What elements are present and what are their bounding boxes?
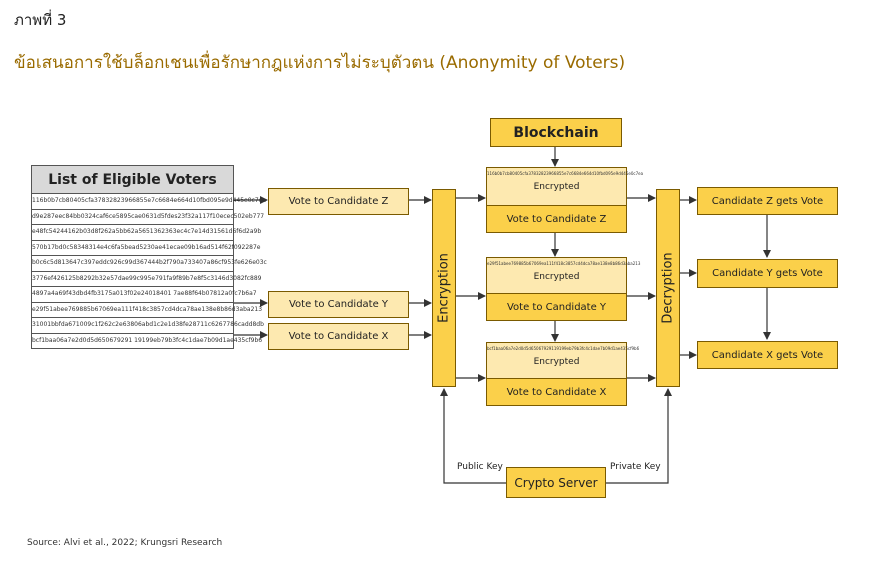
vote-box-x: Vote to Candidate X — [268, 323, 409, 350]
voters-list-header: List of Eligible Voters — [31, 165, 234, 194]
voter-hash-row: 31001bbfda671009c1f262c2e63806abd1c2e1d3… — [31, 318, 264, 334]
decryption-bar: Decryption — [656, 189, 680, 387]
arrow-public-key — [440, 388, 506, 484]
block-x: bcf1baa06a7e2d0d5d65067929119199eb79b3fc… — [486, 342, 640, 406]
block-encrypted-label: Encrypted — [533, 357, 580, 367]
voter-hash-row: d9e287eec84bb0324caf6ce5895cae0631d5fdes… — [31, 209, 264, 225]
voter-hash-row: 116b0b7cb80405cfa37832823966855e7c6684e6… — [31, 194, 266, 210]
arrow-private-key — [606, 388, 672, 484]
figure-title: ข้อเสนอการใช้บล็อกเชนเพื่อรักษากฎแห่งการ… — [14, 53, 626, 73]
block-vote: Vote to Candidate Z — [486, 205, 627, 233]
vote-box-z: Vote to Candidate Z — [268, 188, 409, 215]
block-y: e29f51abee769885b67069ea111f418c3857cd4d… — [486, 257, 641, 321]
voter-hash-row: 3776ef426125b8292b32e57dae99c995e791fa9f… — [31, 271, 261, 287]
source-note: Source: Alvi et al., 2022; Krungsri Rese… — [27, 538, 223, 548]
encryption-label: Encryption — [436, 253, 452, 323]
eligible-voters-list: List of Eligible Voters 116b0b7cb80405cf… — [31, 165, 267, 349]
voter-hash-row: e48fc54244162b03d8f262a5bb62a5651362363e… — [31, 225, 261, 241]
result-box-y: Candidate Y gets Vote — [697, 259, 838, 288]
result-box-z: Candidate Z gets Vote — [697, 187, 838, 215]
block-encrypted-label: Encrypted — [533, 182, 580, 192]
vote-box-y: Vote to Candidate Y — [268, 291, 409, 318]
block-hash: bcf1baa06a7e2d0d5d65067929119199eb79b3fc… — [487, 346, 640, 351]
voter-hash-row: 570b17bd0c58348314e4c6fa5bead5230ae41eca… — [31, 240, 261, 256]
block-encrypted-label: Encrypted — [533, 272, 580, 282]
block-hash: 116b0b7cb80405cfa37832823966855e7c6684e6… — [487, 171, 644, 176]
voter-hash-row: b0c6c5d813647c397eddc926c99d367444b2f790… — [31, 256, 267, 272]
public-key-label: Public Key — [457, 462, 503, 472]
crypto-server-box: Crypto Server — [506, 467, 606, 498]
result-box-x: Candidate X gets Vote — [697, 341, 838, 369]
encryption-bar: Encryption — [432, 189, 456, 387]
private-key-label: Private Key — [610, 462, 661, 472]
block-vote: Vote to Candidate Y — [486, 293, 627, 321]
voter-hash-row: e29f51abee769885b67069ea111f418c3857cd4d… — [31, 302, 262, 318]
decryption-label: Decryption — [660, 252, 676, 324]
voter-hash-row: 4897a4a69f43dbd4fb3175a013f02e24018401 7… — [31, 287, 257, 303]
figure-label: ภาพที่ 3 — [14, 11, 67, 29]
block-hash: e29f51abee769885b67069ea111f418c3857cd4d… — [487, 261, 641, 266]
block-vote: Vote to Candidate X — [486, 378, 627, 406]
block-z: 116b0b7cb80405cfa37832823966855e7c6684e6… — [486, 167, 644, 233]
voter-hash-row: bcf1baa06a7e2d0d5d650679291 19199eb79b3f… — [31, 333, 262, 349]
blockchain-header: Blockchain — [490, 118, 622, 147]
